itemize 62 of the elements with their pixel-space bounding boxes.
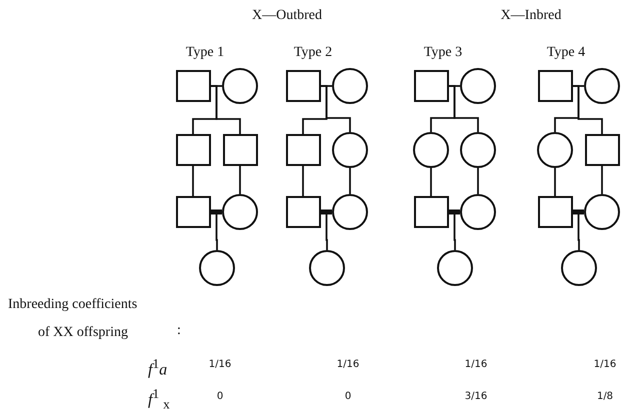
coefficient-value: 0 bbox=[344, 390, 352, 404]
female-circle bbox=[460, 194, 496, 230]
pedigree-line bbox=[210, 210, 222, 214]
male-square bbox=[286, 70, 320, 102]
colon: : bbox=[177, 323, 181, 339]
female-circle bbox=[584, 68, 620, 104]
pedigree-line bbox=[192, 166, 194, 196]
female-circle bbox=[460, 132, 496, 168]
female-circle bbox=[332, 194, 368, 230]
male-square bbox=[538, 70, 572, 102]
female-circle bbox=[332, 132, 368, 168]
coefficient-value: 1/16 bbox=[208, 358, 232, 372]
coefficient-value: 0 bbox=[216, 390, 224, 404]
male-square bbox=[176, 134, 210, 166]
type-heading: Type 2 bbox=[294, 45, 332, 61]
type-heading: Type 1 bbox=[186, 45, 224, 61]
coefficient-value: 1/16 bbox=[594, 358, 616, 372]
pedigree-line bbox=[320, 85, 351, 132]
female-circle bbox=[437, 250, 473, 286]
male-square bbox=[176, 70, 210, 102]
male-square bbox=[414, 196, 448, 228]
male-square bbox=[414, 70, 448, 102]
female-circle bbox=[222, 194, 258, 230]
pedigree-line bbox=[210, 85, 241, 134]
male-square bbox=[176, 196, 210, 228]
male-square bbox=[538, 196, 572, 228]
female-circle bbox=[309, 250, 345, 286]
female-circle bbox=[460, 68, 496, 104]
female-circle bbox=[537, 132, 573, 168]
pedigree-line bbox=[320, 210, 332, 214]
female-circle bbox=[332, 68, 368, 104]
row-heading: Inbreeding coefficients bbox=[8, 297, 138, 313]
coefficient-value: 1/16 bbox=[336, 358, 360, 372]
male-square bbox=[584, 134, 620, 166]
male-square bbox=[286, 196, 320, 228]
row-heading: of XX offspring bbox=[38, 325, 128, 341]
type-heading: Type 4 bbox=[546, 45, 586, 61]
male-square bbox=[222, 134, 258, 166]
pedigree-line bbox=[448, 85, 479, 132]
group-heading: X—Inbred bbox=[500, 8, 562, 24]
pedigree-line bbox=[572, 210, 584, 214]
pedigree-line bbox=[430, 168, 432, 196]
row-label: f$^{1}$a bbox=[148, 356, 168, 378]
coefficient-value: 3/16 bbox=[464, 390, 488, 404]
pedigree-line bbox=[554, 168, 556, 196]
coefficient-value: 1/16 bbox=[464, 358, 488, 372]
female-circle bbox=[584, 194, 620, 230]
pedigree-line bbox=[477, 168, 479, 194]
pedigree-line bbox=[601, 166, 603, 194]
type-heading: Type 3 bbox=[424, 45, 462, 61]
male-square bbox=[286, 134, 320, 166]
female-circle bbox=[413, 132, 449, 168]
group-heading: X—Outbred bbox=[252, 8, 322, 24]
pedigree-line bbox=[302, 166, 304, 196]
female-circle bbox=[561, 250, 597, 286]
coefficient-value: 1/8 bbox=[596, 390, 614, 404]
pedigree-line bbox=[448, 210, 460, 214]
female-circle bbox=[222, 68, 258, 104]
female-circle bbox=[199, 250, 235, 286]
pedigree-line bbox=[239, 166, 241, 194]
pedigree-line bbox=[349, 168, 351, 194]
pedigree-line bbox=[572, 85, 603, 134]
